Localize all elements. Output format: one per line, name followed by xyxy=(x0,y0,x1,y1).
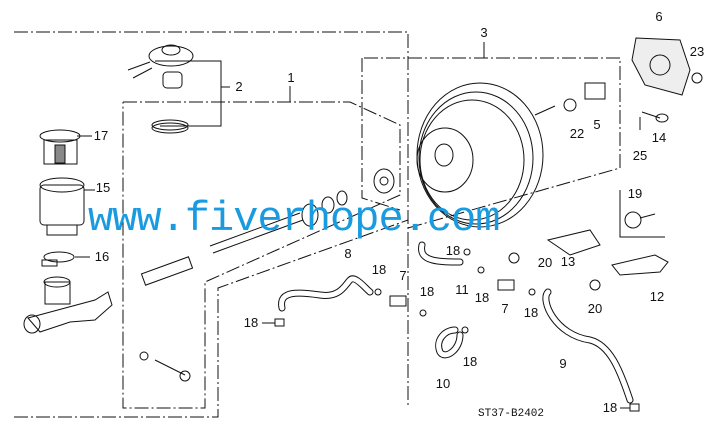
part-callout: 18 xyxy=(243,315,259,330)
part-callout: 12 xyxy=(649,289,665,304)
part-callout: 20 xyxy=(587,301,603,316)
part-callout: 18 xyxy=(462,354,478,369)
part-callout: 18 xyxy=(602,400,618,415)
valves-clamps-drawing xyxy=(262,248,640,412)
reservoir-cap-drawing xyxy=(127,44,194,134)
part-callout: 18 xyxy=(419,284,435,299)
vacuum-hoses-drawing xyxy=(278,241,634,404)
part-callout: 8 xyxy=(344,246,352,261)
part-callout: 18 xyxy=(445,243,461,258)
part-callout: 18 xyxy=(474,290,490,305)
part-callout: 11 xyxy=(455,282,469,297)
part-callout: 18 xyxy=(371,262,387,277)
part-callout: 25 xyxy=(632,148,648,163)
left-parts-drawing xyxy=(23,129,113,334)
right-parts-drawing xyxy=(508,37,703,291)
part-callout: 7 xyxy=(399,268,407,283)
brake-booster-drawing xyxy=(416,82,606,228)
part-callout: 10 xyxy=(435,376,451,391)
part-callout: 17 xyxy=(93,128,109,143)
part-callout: 20 xyxy=(537,255,553,270)
piston-parts-drawing xyxy=(139,168,395,382)
part-callout: 13 xyxy=(560,254,576,269)
part-callout: 18 xyxy=(523,305,539,320)
part-callout: 14 xyxy=(651,130,667,145)
group-frame-lines xyxy=(14,31,621,418)
diagram-code: ST37-B2402 xyxy=(478,408,545,420)
part-callout: 2 xyxy=(235,79,243,94)
part-callout: 5 xyxy=(593,117,601,132)
part-callout: 22 xyxy=(569,126,585,141)
part-callout: 7 xyxy=(501,301,509,316)
watermark-text: www.fiverhope.com xyxy=(88,195,500,243)
part-callout: 9 xyxy=(559,356,567,371)
part-callout: 3 xyxy=(480,25,488,40)
part-callout: 16 xyxy=(94,249,110,264)
part-callout: 19 xyxy=(627,186,643,201)
part-callout: 6 xyxy=(655,9,663,24)
part-callout: 23 xyxy=(689,44,705,59)
part-callout: 1 xyxy=(287,70,295,85)
part-callout: 15 xyxy=(95,180,111,195)
